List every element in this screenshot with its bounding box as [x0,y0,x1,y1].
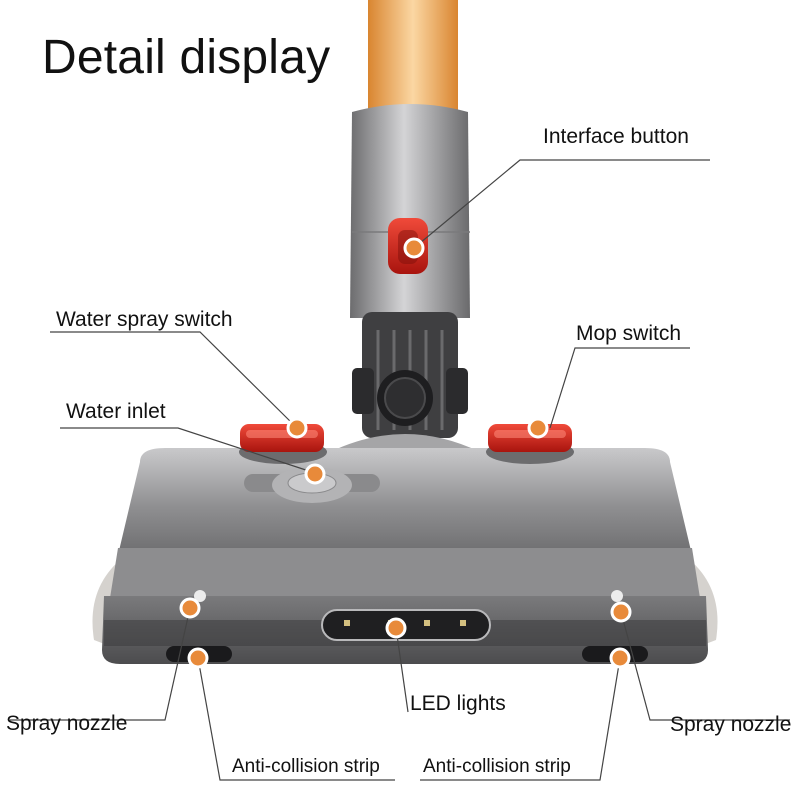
marker-spray-nozzle-right [610,601,632,623]
mop-body [118,448,692,555]
marker-anti-collision-left [187,647,209,669]
leader-lines [10,159,790,781]
page-title: Detail display [42,31,331,84]
label-interface-button: Interface button [543,125,689,148]
spray-nozzle-right-part [611,590,623,602]
label-spray-nozzle-left: Spray nozzle [6,712,128,735]
marker-mop-switch [527,417,549,439]
marker-anti-collision-right [609,647,631,669]
label-water-inlet: Water inlet [66,400,166,423]
label-anti-collision-left: Anti-collision strip [232,756,380,777]
label-spray-nozzle-right: Spray nozzle [670,713,792,736]
label-mop-switch: Mop switch [576,322,682,345]
label-water-spray-switch: Water spray switch [56,308,233,331]
spray-nozzle-left-part [194,590,206,602]
label-led-lights: LED lights [410,692,506,715]
collar [350,104,470,318]
marker-water-inlet [304,463,326,485]
label-anti-collision-right: Anti-collision strip [423,756,571,777]
mop-switch-part [486,424,574,464]
marker-interface-button [403,237,425,259]
marker-spray-nozzle-left [179,597,201,619]
water-spray-switch-part [239,424,327,464]
marker-water-spray-switch [286,417,308,439]
marker-led-lights [385,617,407,639]
